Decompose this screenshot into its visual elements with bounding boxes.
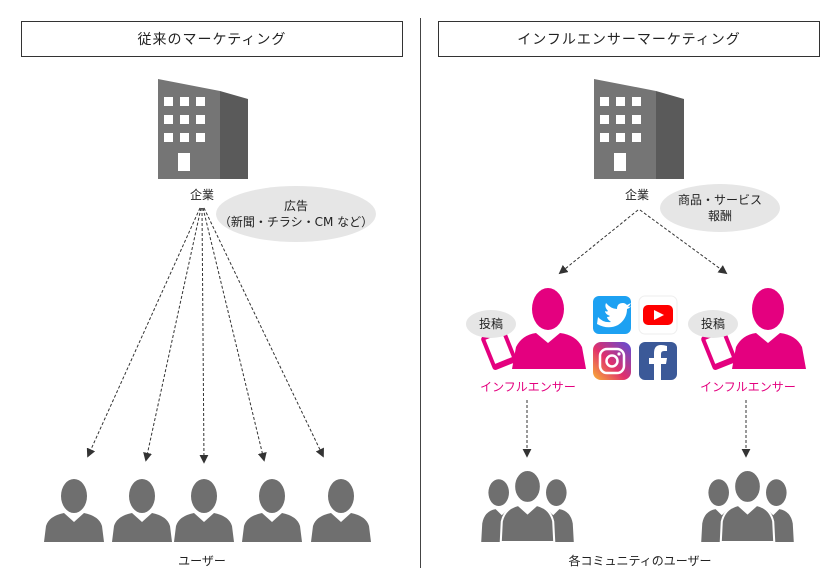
users-label: ユーザー [178, 554, 226, 568]
company-label: 企業 [624, 188, 649, 202]
company-label: 企業 [189, 188, 214, 202]
reward-bubble-line2: 報酬 [707, 209, 732, 223]
user-icon [112, 479, 172, 542]
ad-distribution-arrows [86, 207, 324, 464]
user-icon [44, 479, 104, 542]
facebook-icon [639, 342, 677, 380]
user-icon [174, 479, 234, 542]
reward-bubble: 商品・サービス 報酬 [660, 184, 780, 232]
sponsor-arrows [522, 209, 751, 458]
building-icon [158, 79, 248, 179]
right-panel-title: インフルエンサーマーケティング [438, 21, 820, 57]
user-group-icon [700, 470, 795, 542]
reward-bubble-line1: 商品・サービス [677, 193, 762, 207]
influencer-label-left: インフルエンサー [480, 380, 576, 394]
ad-bubble-detail: （新聞・チラシ・CM など） [218, 215, 374, 229]
left-panel-title: 従来のマーケティング [21, 21, 403, 57]
post-bubble-left: 投稿 [466, 310, 516, 338]
twitter-icon [593, 296, 631, 334]
ad-bubble-title: 広告 [283, 199, 308, 213]
panel-divider [420, 18, 421, 568]
building-icon [594, 79, 684, 179]
influencer-label-right: インフルエンサー [700, 380, 796, 394]
post-label: 投稿 [700, 317, 725, 331]
community-label: 各コミュニティのユーザー [568, 554, 712, 568]
youtube-icon [638, 295, 678, 335]
user-icon [311, 479, 371, 542]
instagram-icon [593, 342, 631, 380]
user-group-icon [480, 470, 575, 542]
user-icon [242, 479, 302, 542]
ad-bubble: 広告 （新聞・チラシ・CM など） [216, 186, 376, 242]
post-bubble-right: 投稿 [688, 310, 738, 338]
post-label: 投稿 [478, 317, 503, 331]
